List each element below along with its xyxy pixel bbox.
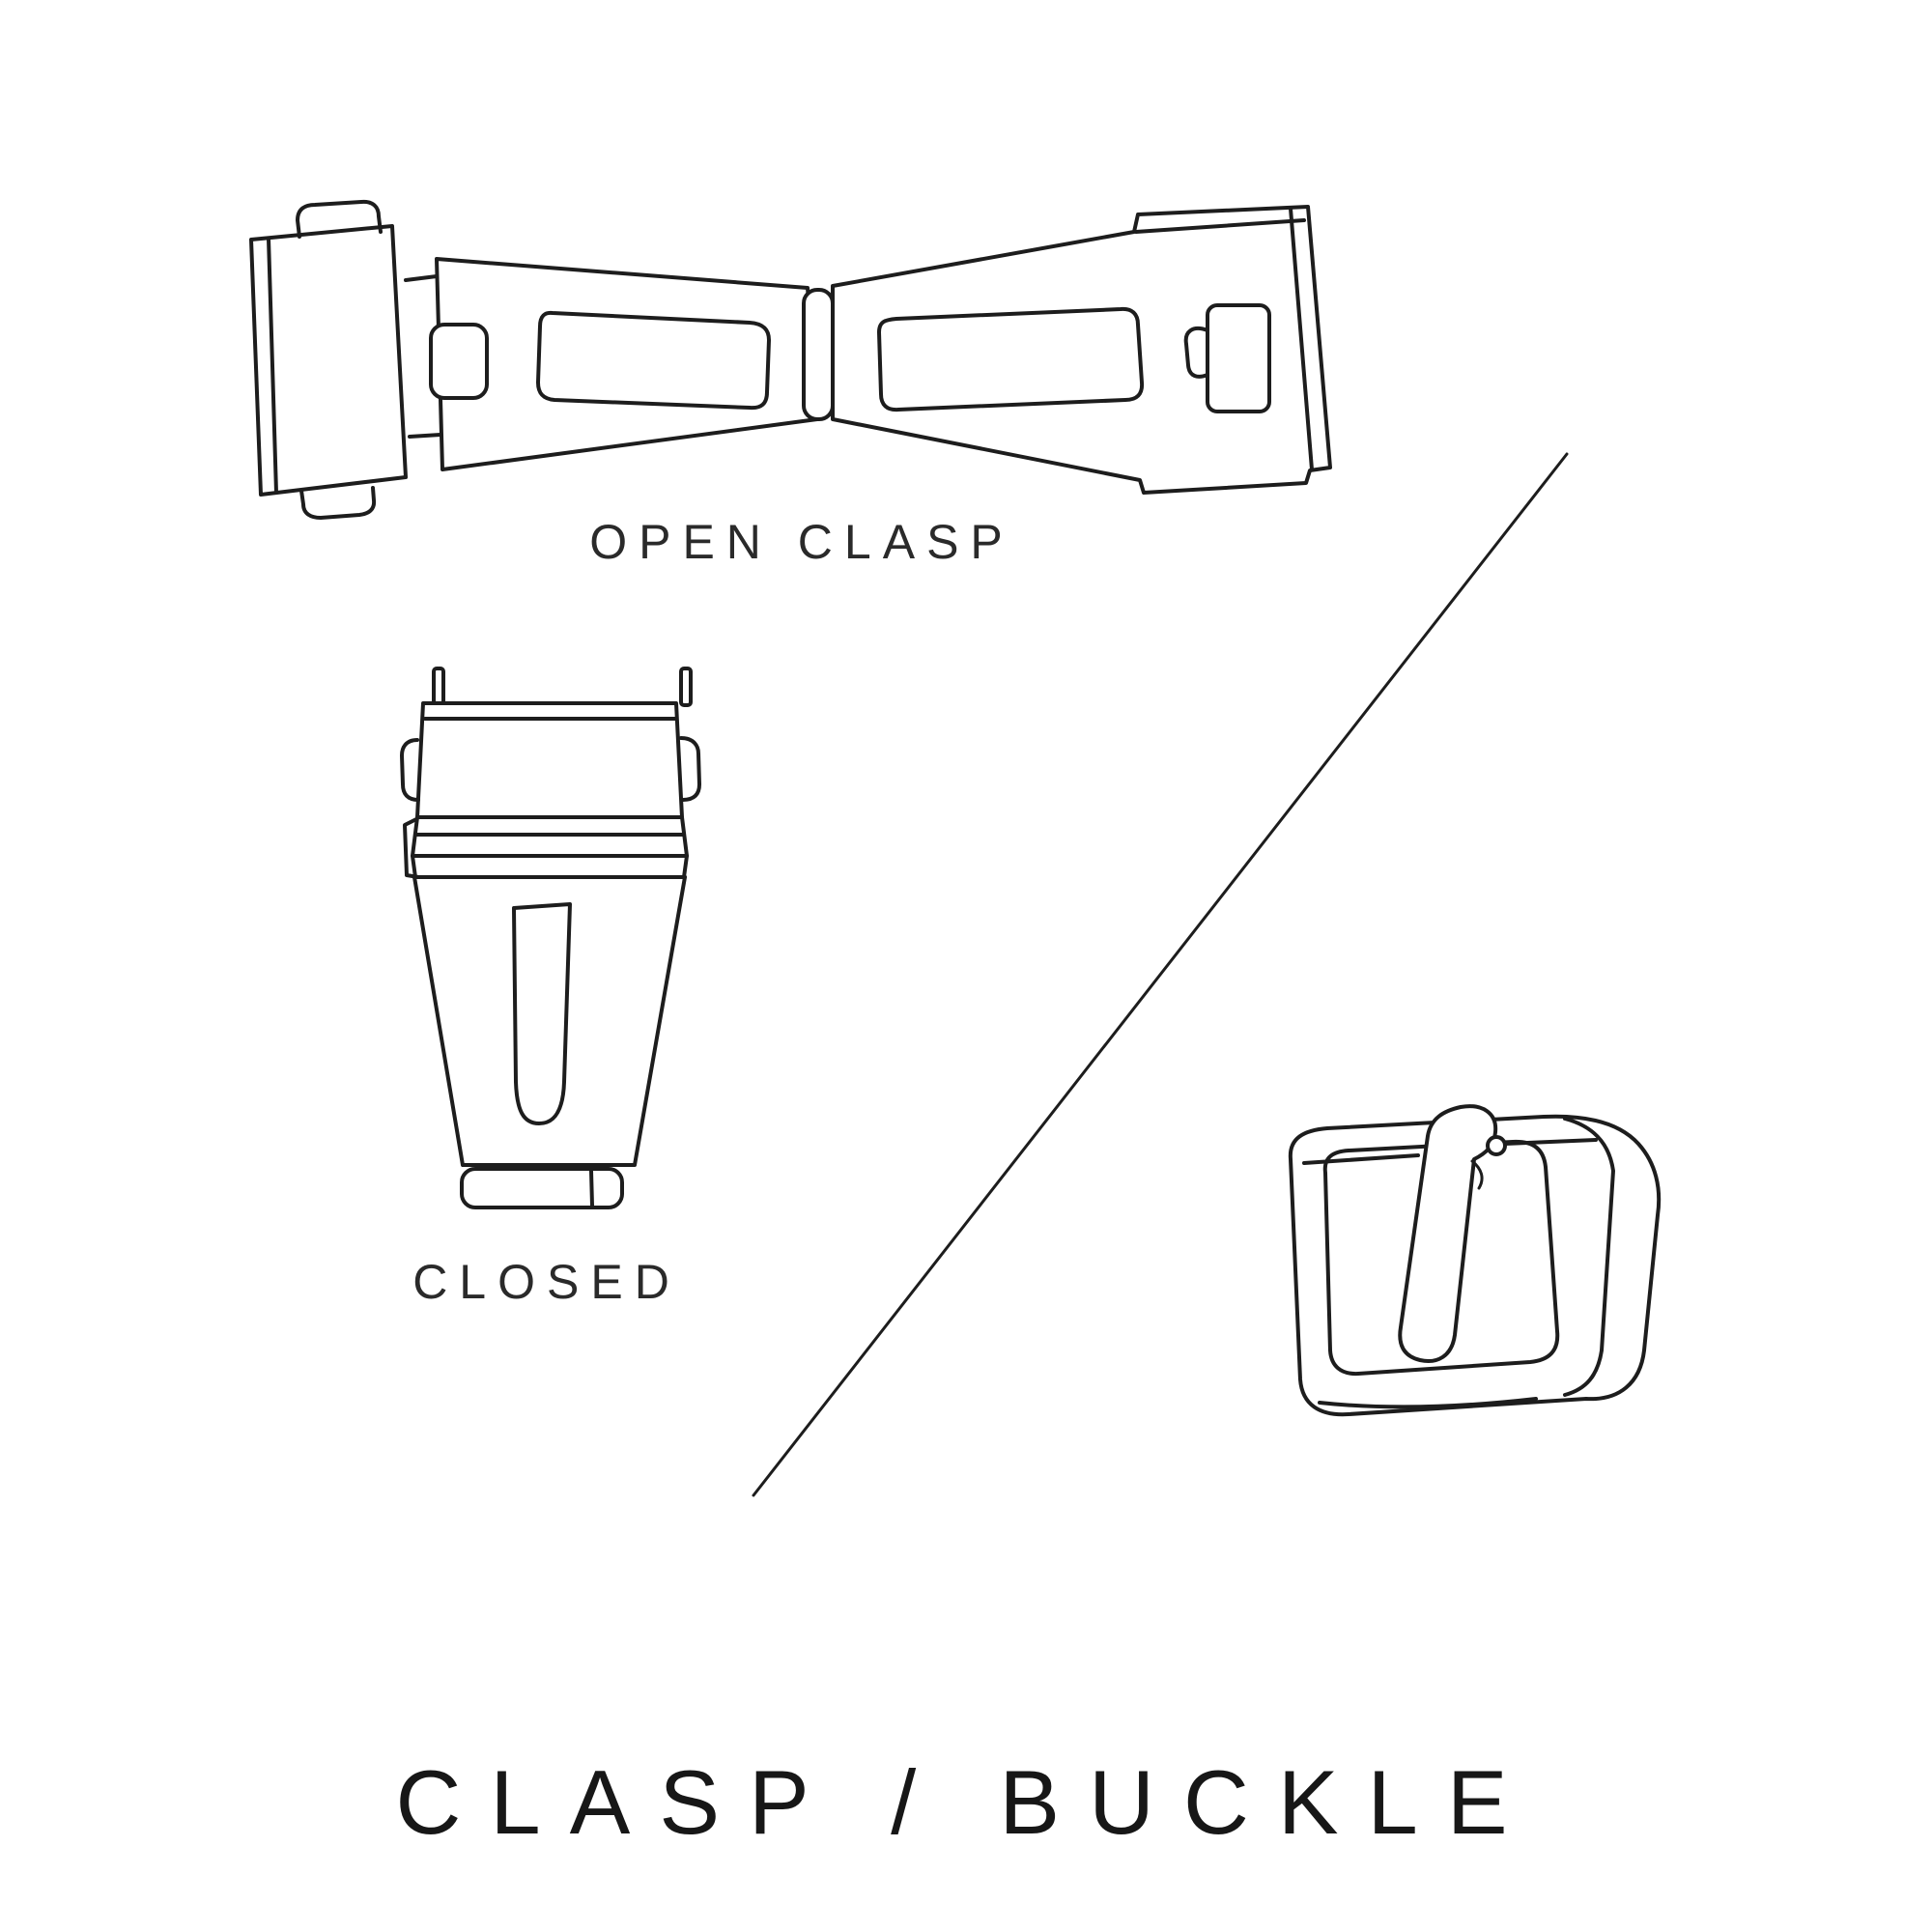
clasp-neck-bottom: [408, 433, 442, 439]
buckle-pin-left: [1302, 1153, 1420, 1165]
clasp-right-cutout: [877, 306, 1145, 412]
clasp-left-cutout: [536, 310, 771, 411]
closed-bottom-cap: [460, 1167, 624, 1209]
clasp-right-blade: [831, 205, 1332, 495]
buckle-pin-hinge: [1486, 1135, 1507, 1156]
closed-body-slot: [512, 902, 572, 1125]
buckle-right-band-contour: [1563, 1117, 1615, 1397]
clasp-latch-opening: [1206, 303, 1271, 413]
clasp-left-blade: [435, 257, 819, 471]
clasp-cover-block: [249, 224, 408, 497]
clasp-cover-inner-edge: [267, 237, 278, 495]
closed-ear-right: [679, 736, 701, 802]
clasp-right-top-strip: [1134, 218, 1306, 234]
open-clasp-label: OPEN CLASP: [589, 515, 1014, 569]
clasp-cover-bottom-bump: [299, 486, 377, 520]
clasp-right-end-band: [1289, 207, 1314, 471]
buckle-pin-right: [1503, 1138, 1598, 1146]
buckle-bottom-contour: [1318, 1397, 1538, 1409]
closed-band-edge-left: [411, 815, 419, 879]
closed-band-edge-right: [680, 815, 689, 879]
buckle-illustration: [1288, 1104, 1662, 1417]
clasp-latch-flap: [1183, 326, 1209, 379]
page-title: CLASP / BUCKLE: [395, 1751, 1537, 1853]
closed-bottom-cap-line: [589, 1169, 594, 1208]
closed-band-tab: [403, 817, 420, 879]
open-clasp-illustration: [249, 199, 1332, 520]
clasp-hinge: [802, 288, 835, 421]
closed-prong-left: [432, 667, 445, 707]
closed-body: [412, 875, 687, 1167]
clasp-cover-top-bump: [296, 199, 383, 239]
clasp-neck-top: [404, 274, 439, 282]
closed-clasp-label: CLOSED: [412, 1255, 681, 1309]
diagonal-divider-line: [752, 452, 1569, 1497]
clasp-hook-notch: [429, 323, 489, 400]
closed-prong-right: [679, 667, 693, 707]
closed-ear-left: [400, 738, 420, 802]
buckle-tang-wrap-line: [1470, 1159, 1484, 1190]
closed-clasp-illustration: [400, 667, 701, 1209]
buckle-tang: [1398, 1104, 1498, 1363]
